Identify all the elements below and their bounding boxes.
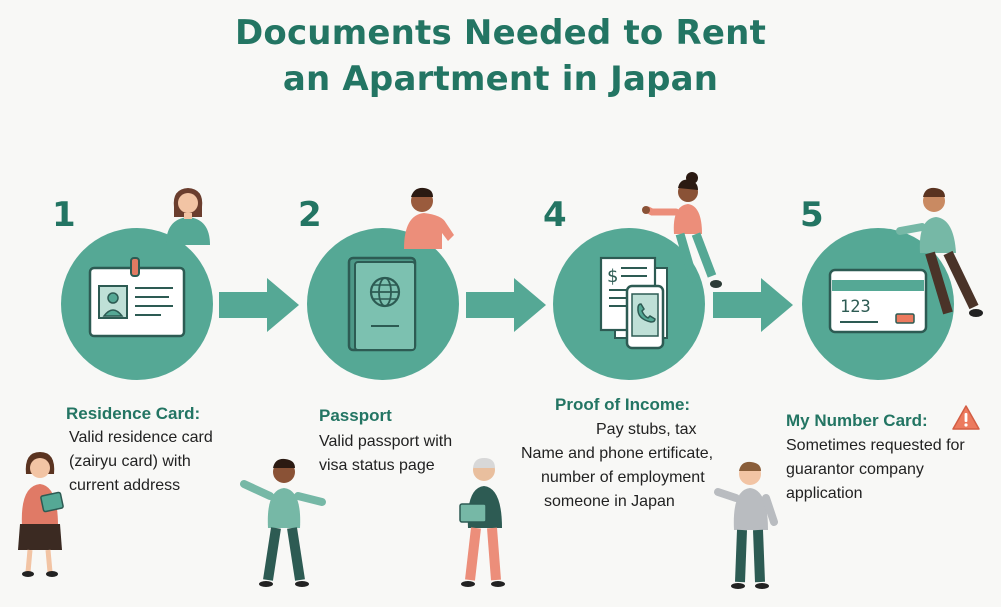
step-1-heading: Residence Card: [66,404,201,423]
step-3-heading: Proof of Income: [555,395,691,414]
card-number-text: 123 [840,297,871,317]
arrow-right-icon [219,278,299,332]
step-3-number: 4 [543,195,567,235]
step-1-circle [61,228,213,380]
step-4-line-3: application [786,485,863,502]
step-1-line-1: Valid residence card [69,429,213,446]
person-woman-waving-illustration [642,172,722,288]
step-4-line-1: Sometimes requested for [786,437,965,454]
person-man-leaning-illustration [896,187,983,317]
step-3-line-3: number of employment [541,469,705,486]
step-1-line-2: (zairyu card) with [69,453,191,470]
title-line-1: Documents Needed to Rent [234,13,767,53]
step-2-number: 2 [298,195,322,235]
page-title: Documents Needed to Rent an Apartment in… [0,10,1001,102]
step-1-line-3: current address [69,477,181,494]
step-2-line-1: Valid passport with [319,433,453,450]
passport-icon [347,256,417,352]
person-woman-illustration [166,188,210,245]
step-4-line-2: guarantor company [786,461,924,478]
step-2-heading: Passport [319,406,392,425]
id-card-icon [88,257,186,338]
title-line-2: an Apartment in Japan [282,59,719,99]
step-2-circle [307,228,459,380]
credit-card-icon: 123 [828,268,928,334]
arrow-right-icon [713,278,793,332]
svg-text:$: $ [607,266,618,287]
person-man-grey-sweater-illustration [714,461,778,589]
step-3-circle: $ [553,228,705,380]
step-4-number: 5 [800,195,824,235]
step-4-heading: My Number Card: [786,411,928,430]
step-4-circle: 123 [802,228,954,380]
step-3-line-4: someone in Japan [544,493,675,510]
step-3-line-1: Pay stubs, tax [596,421,697,438]
arrow-right-icon [466,278,546,332]
step-3-line-2: Name and phone ertificate, [521,445,714,462]
person-older-man-laptop-illustration [459,458,505,587]
person-man-arms-open-illustration [240,458,326,587]
person-man-illustration [404,187,454,249]
warning-icon [952,405,980,430]
step-2-line-2: visa status page [319,457,435,474]
person-woman-tablet-illustration [18,452,64,577]
documents-phone-icon: $ [599,256,668,350]
step-1-number: 1 [52,195,76,235]
